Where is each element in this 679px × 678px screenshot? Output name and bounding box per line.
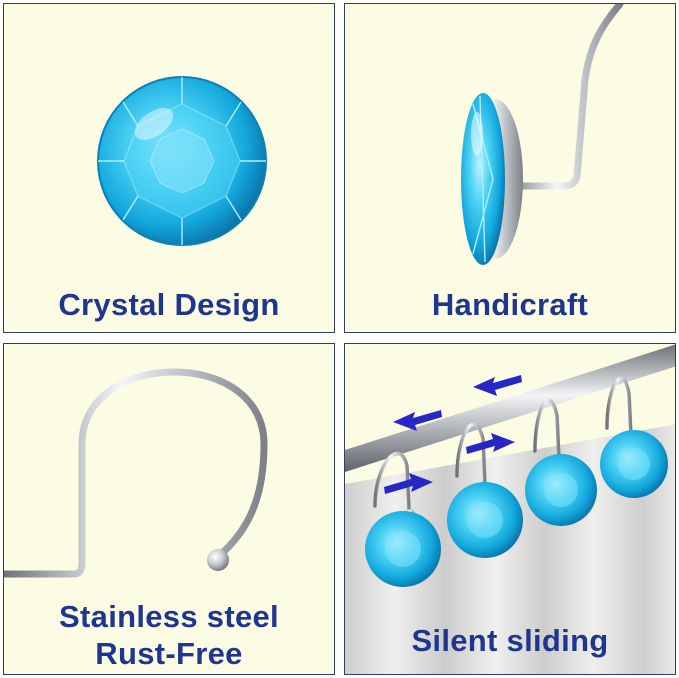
- panel-stainless-steel: Stainless steel Rust-Free: [3, 343, 335, 675]
- caption-silent-sliding: Silent sliding: [411, 623, 609, 658]
- panel-silent-sliding: Silent sliding: [344, 343, 676, 675]
- caption-stainless-steel: Stainless steel Rust-Free: [59, 599, 279, 671]
- steel-hook-image: [4, 368, 268, 578]
- hooks-on-rod-image: [345, 344, 675, 674]
- panel-handicraft: Handicraft: [344, 3, 676, 333]
- crystal-hook-side-image: [461, 4, 624, 265]
- caption-handicraft: Handicraft: [431, 287, 589, 322]
- crystal-gem: [365, 430, 668, 587]
- caption-crystal-design: Crystal Design: [58, 287, 280, 322]
- sliding-arrows: [384, 375, 522, 494]
- crystal-gem: [97, 76, 267, 246]
- crystal-hook-front-image: [97, 4, 267, 246]
- panel-crystal-design: Crystal Design: [3, 3, 335, 333]
